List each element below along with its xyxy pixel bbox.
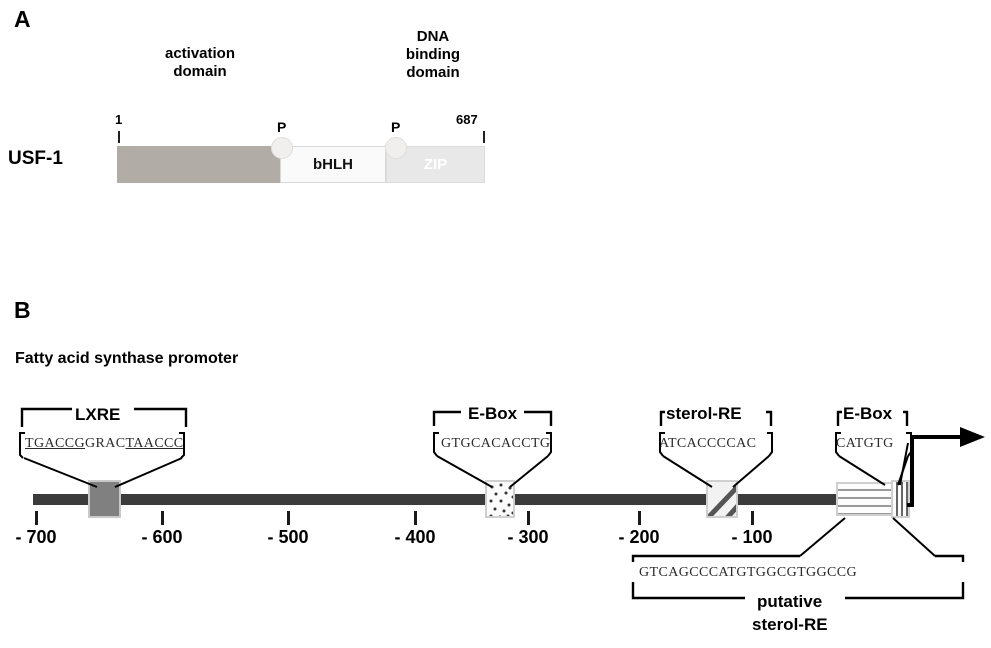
protein-start-coordinate: 1 (115, 112, 123, 127)
dna-binding-domain-label: DNA binding domain (378, 28, 488, 82)
phosphorylation-site-2-label: P (391, 119, 401, 135)
bracket-ebox2-right (903, 410, 909, 426)
protein-start-tick (118, 131, 120, 143)
protein-end-coordinate: 687 (456, 112, 478, 127)
activation-domain-label-line2: domain (173, 63, 227, 80)
promoter-title: Fatty acid synthase promoter (15, 350, 239, 367)
dna-binding-label-line3: domain (406, 64, 460, 81)
activation-domain-label: activation domain (130, 45, 270, 81)
bracket-putative-top-right (935, 554, 965, 562)
tss-arrow-head (960, 427, 985, 447)
axis-label-500: - 500 (267, 527, 309, 547)
protein-end-tick (483, 131, 485, 143)
protein-segment-activation-domain (117, 146, 280, 183)
element-sequence-ebox-upstream: GTGCACACCTG (441, 436, 551, 451)
usf1-protein-bar: bHLH ZIP (117, 146, 485, 183)
leader-ebox1-left (436, 455, 493, 488)
bracket-sterol-seq-right (767, 432, 773, 457)
element-label-ebox-upstream: E-Box (468, 404, 518, 423)
axis-tick-200 (638, 511, 641, 525)
phosphorylation-site-2-circle (385, 137, 407, 159)
leader-ebox2-left (838, 455, 886, 486)
leader-putative-left (799, 517, 846, 557)
protein-segment-bhlh: bHLH (280, 146, 386, 183)
panel-b-letter: B (14, 297, 31, 323)
bhlh-label: bHLH (313, 156, 353, 173)
element-sequence-lxre: TGACCGGRACTAACCC (25, 436, 184, 452)
leader-sterol-left (662, 455, 713, 488)
bracket-sterol-left (659, 410, 665, 426)
lxre-sequence-part-1: TGACCG (25, 436, 85, 451)
bracket-lxre-right (134, 407, 188, 427)
tss-arrow-line (907, 435, 963, 507)
axis-tick-100 (751, 511, 754, 525)
phosphorylation-site-1-label: P (277, 119, 287, 135)
lxre-sequence-part-2: GRAC (84, 436, 126, 451)
axis-tick-300 (527, 511, 530, 525)
zip-label: ZIP (423, 156, 448, 173)
promoter-element-box-lxre (88, 480, 121, 518)
protein-segment-zip: ZIP (386, 146, 485, 183)
bracket-ebox2-left (836, 410, 842, 426)
axis-tick-700 (35, 511, 38, 525)
bracket-ebox1-right (524, 410, 553, 426)
element-label-putative-line1: putative (757, 592, 823, 611)
element-sequence-ebox-proximal: CATGTG (836, 436, 894, 451)
bracket-putative-top-left (631, 554, 800, 562)
element-sequence-sterol-re: ATCACCCCAC (659, 436, 757, 451)
element-label-lxre: LXRE (75, 405, 121, 424)
leader-putative-right (892, 517, 936, 557)
element-label-sterol-re: sterol-RE (666, 404, 742, 423)
promoter-element-box-sterol-re (706, 480, 738, 518)
bracket-lxre-left (20, 407, 72, 427)
bracket-ebox2-seq-right (906, 432, 912, 457)
axis-label-100: - 100 (731, 527, 773, 547)
axis-label-700: - 700 (15, 527, 57, 547)
bracket-sterol-right (766, 410, 773, 426)
protein-name-usf1: USF-1 (8, 148, 63, 169)
axis-label-600: - 600 (141, 527, 183, 547)
leader-lxre-right (114, 457, 183, 488)
promoter-element-box-ebox-upstream (485, 480, 515, 518)
element-sequence-putative-sterol-re: GTCAGCCCATGTGGCGTGGCCG (639, 565, 858, 580)
axis-tick-400 (414, 511, 417, 525)
dna-binding-label-line1: DNA (416, 28, 450, 45)
bracket-putative-bottom-left (631, 582, 745, 600)
bracket-ebox1-seq-left (433, 432, 439, 457)
axis-tick-500 (287, 511, 290, 525)
element-label-putative-line2: sterol-RE (752, 615, 828, 634)
activation-domain-label-line1: activation (164, 45, 236, 62)
bracket-putative-bottom-right (845, 582, 965, 600)
axis-label-300: - 300 (507, 527, 549, 547)
axis-label-200: - 200 (618, 527, 660, 547)
axis-tick-600 (161, 511, 164, 525)
bracket-ebox1-left (432, 410, 461, 426)
axis-label-400: - 400 (394, 527, 436, 547)
panel-a-letter: A (14, 6, 31, 32)
dna-binding-label-line2: binding (405, 46, 461, 63)
lxre-sequence-part-3: TAACCC (125, 436, 184, 451)
leader-lxre-left (23, 457, 98, 488)
leader-ebox1-right (509, 455, 549, 488)
promoter-dna-backbone (33, 494, 913, 505)
leader-sterol-right (732, 455, 770, 488)
leader-tss (899, 442, 909, 486)
promoter-element-box-ebox-proximal (891, 480, 910, 518)
element-label-ebox-proximal: E-Box (843, 404, 893, 423)
phosphorylation-site-1-circle (271, 137, 293, 159)
